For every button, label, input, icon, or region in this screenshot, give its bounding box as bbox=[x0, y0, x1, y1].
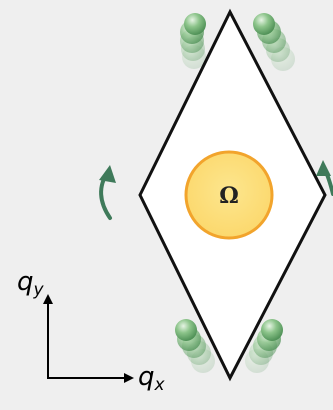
sphere-icon bbox=[175, 319, 197, 341]
sphere-icon bbox=[184, 13, 206, 35]
sphere-icon bbox=[253, 13, 275, 35]
sphere-icon bbox=[261, 319, 283, 341]
omega-label: Ω bbox=[219, 183, 239, 209]
